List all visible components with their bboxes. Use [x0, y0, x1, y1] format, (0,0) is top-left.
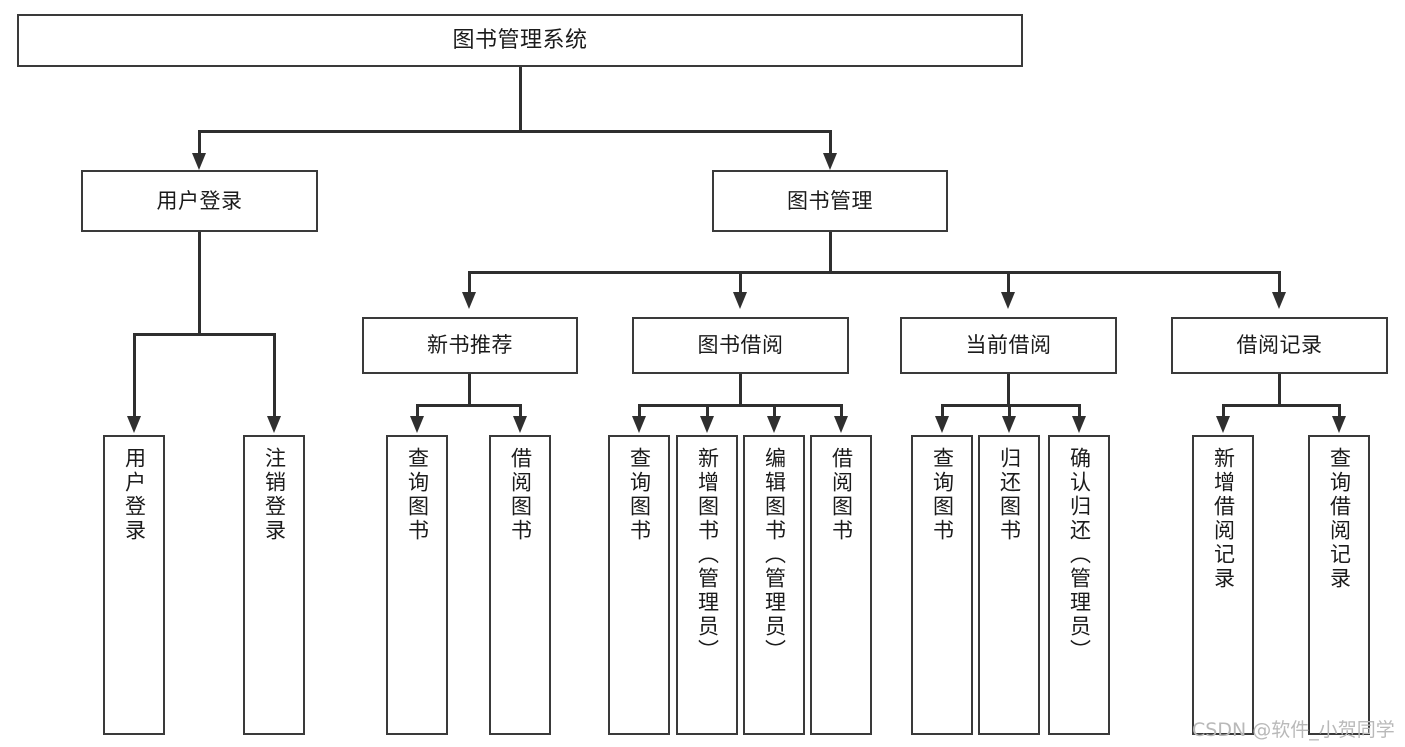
edge-new-book-stem [468, 374, 471, 406]
leaf-borrow-lend-book[interactable]: 借阅图书 [810, 435, 872, 735]
edge-new-book-drop-1 [416, 404, 419, 419]
edge-root-bus [198, 130, 832, 133]
node-root-system[interactable]: 图书管理系统 [17, 14, 1023, 67]
leaf-new-book-query[interactable]: 查询图书 [386, 435, 448, 735]
leaf-current-return-book[interactable]: 归还图书 [978, 435, 1040, 735]
edge-borrow-drop-3 [773, 404, 776, 419]
leaf-logout[interactable]: 注销登录 [243, 435, 305, 735]
edge-current-drop-3 [1078, 404, 1081, 419]
arrowhead-cb-query [935, 416, 949, 433]
edge-current-drop-1 [941, 404, 944, 419]
arrowhead-bb-edit [767, 416, 781, 433]
leaf-records-query[interactable]: 查询借阅记录 [1308, 435, 1370, 735]
node-label: 借阅记录 [1236, 333, 1323, 358]
leaf-current-query-book[interactable]: 查询图书 [911, 435, 973, 735]
leaf-borrow-edit-book[interactable]: 编辑图书（管理员） [743, 435, 805, 735]
edge-root-to-user-login [198, 130, 201, 157]
arrowhead-leaf-user-login [127, 416, 141, 433]
arrowhead-br-add [1216, 416, 1230, 433]
node-user-login[interactable]: 用户登录 [81, 170, 318, 232]
edge-level3-drop-1 [468, 271, 471, 295]
node-label: 新增借阅记录 [1211, 447, 1236, 591]
leaf-borrow-query-book[interactable]: 查询图书 [608, 435, 670, 735]
node-book-management[interactable]: 图书管理 [712, 170, 948, 232]
arrowhead-book-mgmt [823, 153, 837, 170]
arrowhead-user-login [192, 153, 206, 170]
node-new-book-recommend[interactable]: 新书推荐 [362, 317, 578, 374]
node-label: 图书管理系统 [452, 27, 588, 53]
edge-user-login-stem [198, 232, 201, 335]
node-label: 归还图书 [997, 447, 1022, 543]
edge-user-login-drop-2 [273, 333, 276, 419]
arrowhead-br-query [1332, 416, 1346, 433]
node-label: 借阅图书 [829, 447, 854, 543]
edge-borrow-drop-1 [638, 404, 641, 419]
node-current-borrow[interactable]: 当前借阅 [900, 317, 1117, 374]
leaf-records-add[interactable]: 新增借阅记录 [1192, 435, 1254, 735]
edge-current-stem [1007, 374, 1010, 406]
node-label: 查询图书 [405, 447, 430, 543]
node-label: 新增图书（管理员） [695, 447, 720, 663]
arrowhead-borrow-records [1272, 292, 1286, 309]
edge-new-book-drop-2 [519, 404, 522, 419]
node-label: 当前借阅 [965, 333, 1052, 358]
edge-level3-drop-3 [1007, 271, 1010, 295]
arrowhead-current-borrow [1001, 292, 1015, 309]
node-label: 查询图书 [930, 447, 955, 543]
arrowhead-book-borrow [733, 292, 747, 309]
edge-records-stem [1278, 374, 1281, 406]
node-label: 注销登录 [262, 447, 287, 543]
arrowhead-leaf-logout [267, 416, 281, 433]
node-label: 用户登录 [122, 447, 147, 543]
edge-current-drop-2 [1008, 404, 1011, 419]
edge-root-to-book-mgmt [829, 130, 832, 157]
edge-borrow-drop-4 [840, 404, 843, 419]
edge-level3-bus [468, 271, 1280, 274]
arrowhead-bb-lend [834, 416, 848, 433]
leaf-new-book-borrow[interactable]: 借阅图书 [489, 435, 551, 735]
node-label: 编辑图书（管理员） [762, 447, 787, 663]
node-label: 确认归还（管理员） [1067, 447, 1092, 663]
arrowhead-nb-borrow [513, 416, 527, 433]
leaf-user-login[interactable]: 用户登录 [103, 435, 165, 735]
arrowhead-new-book [462, 292, 476, 309]
arrowhead-cb-return [1002, 416, 1016, 433]
edge-borrow-drop-2 [706, 404, 709, 419]
edge-root-stem [519, 67, 522, 132]
arrowhead-bb-add [700, 416, 714, 433]
edge-user-login-bus [133, 333, 275, 336]
node-label: 查询图书 [627, 447, 652, 543]
edge-records-bus [1222, 404, 1340, 407]
arrowhead-cb-confirm [1072, 416, 1086, 433]
leaf-current-confirm-return[interactable]: 确认归还（管理员） [1048, 435, 1110, 735]
node-label: 借阅图书 [508, 447, 533, 543]
leaf-borrow-add-book[interactable]: 新增图书（管理员） [676, 435, 738, 735]
edge-current-bus [941, 404, 1080, 407]
edge-user-login-drop-1 [133, 333, 136, 419]
edge-book-mgmt-stem [829, 232, 832, 273]
node-label: 查询借阅记录 [1327, 447, 1352, 591]
arrowhead-bb-query [632, 416, 646, 433]
edge-level3-drop-4 [1278, 271, 1281, 295]
node-label: 新书推荐 [427, 333, 513, 358]
edge-records-drop-2 [1338, 404, 1341, 419]
edge-borrow-bus [638, 404, 842, 407]
edge-level3-drop-2 [739, 271, 742, 295]
edge-records-drop-1 [1222, 404, 1225, 419]
node-borrow-records[interactable]: 借阅记录 [1171, 317, 1388, 374]
node-label: 图书管理 [787, 188, 873, 213]
edge-new-book-bus [416, 404, 521, 407]
arrowhead-nb-query [410, 416, 424, 433]
edge-borrow-stem [739, 374, 742, 406]
node-label: 图书借阅 [697, 333, 784, 358]
watermark-text: CSDN @软件_小贺同学 [1192, 719, 1395, 741]
node-label: 用户登录 [156, 188, 243, 213]
node-book-borrow[interactable]: 图书借阅 [632, 317, 849, 374]
